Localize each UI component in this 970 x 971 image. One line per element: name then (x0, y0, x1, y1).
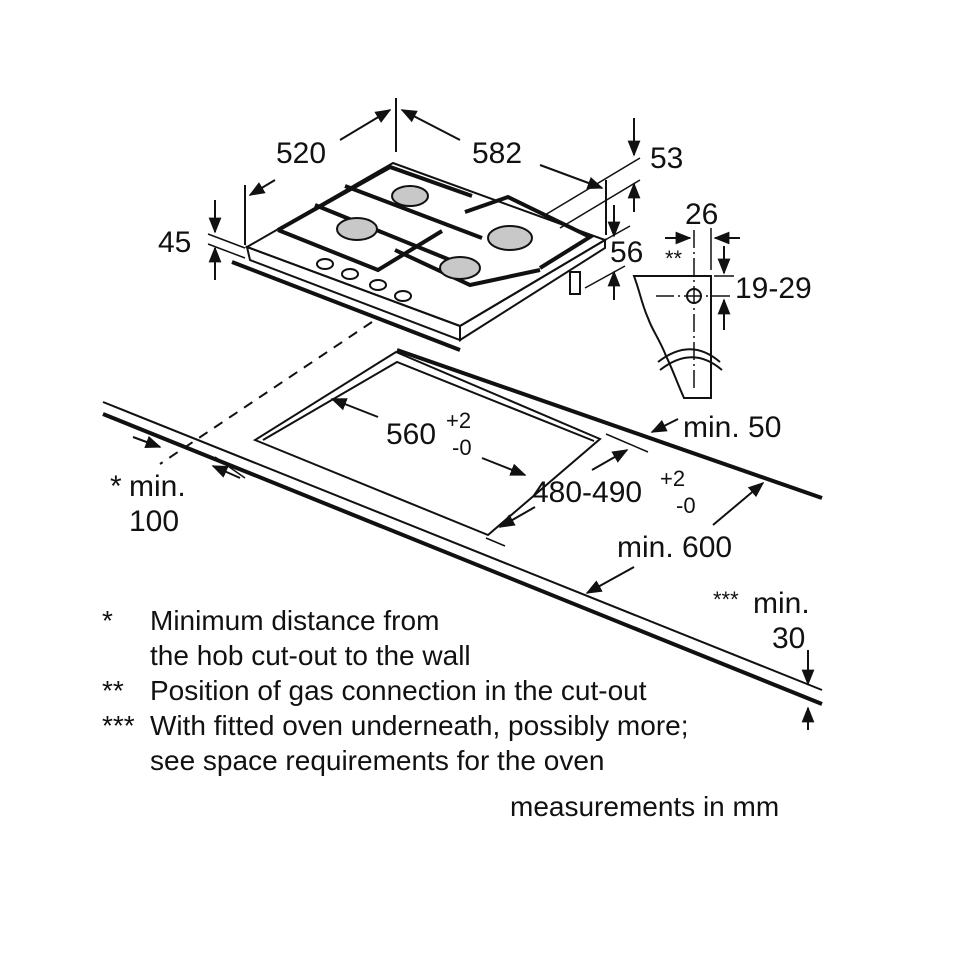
worktop-section (632, 275, 712, 399)
pan-support-left (277, 228, 444, 273)
burner-front-right (439, 256, 481, 280)
cutout-depth-tol-minus: -0 (676, 493, 696, 518)
cutout-outer (252, 350, 602, 537)
note-3-line-2: see space requirements for the oven (150, 745, 604, 776)
break-line-2 (659, 356, 723, 371)
pan-support-bar-1 (314, 203, 456, 264)
cutout-depth-label: 480-490 (532, 476, 642, 509)
cutout-depth-arrow-rear (591, 449, 629, 471)
cutout-width-arrow-right (481, 457, 527, 476)
wall-clearance-tick (214, 456, 246, 479)
wall-marker: * (110, 470, 122, 503)
knob-4 (394, 290, 412, 302)
wall-clearance-value: 100 (129, 505, 179, 538)
rear-clearance-arrow (650, 418, 679, 433)
cutout-depth-ext-front (485, 537, 506, 547)
gas-connection-point (686, 288, 702, 304)
width-arrow-left (400, 109, 461, 141)
cutout-depth-arrow-front (498, 506, 536, 528)
footnotes: * Minimum distance from the hob cut-out … (102, 605, 689, 776)
height-ext-bottom (207, 243, 246, 259)
cutout-width-label: 560 (386, 418, 436, 451)
cutout-width-tol-plus: +2 (446, 408, 471, 433)
hob-depth-label: 520 (276, 137, 326, 170)
knob-3 (369, 279, 387, 291)
break-line-1 (657, 348, 721, 363)
gas-height-range-label: 19-29 (735, 272, 812, 305)
rear-clearance-label: min. 50 (683, 411, 781, 444)
worktop-front-top-edge (102, 401, 823, 691)
note-3-marker: *** (102, 710, 135, 741)
depth-arrow-rear (339, 109, 392, 141)
cutout-depth-tol-plus: +2 (660, 466, 685, 491)
rear-height-ext-bottom (559, 179, 641, 229)
rear-height-label: 53 (650, 142, 683, 175)
wall-clearance-arrow-left (132, 435, 162, 449)
cutout-width-tol-minus: -0 (452, 435, 472, 460)
cutout-inner-edge (262, 360, 595, 442)
note-2-marker: ** (102, 675, 124, 706)
cutout (159, 321, 602, 537)
cutout-depth-ext (605, 433, 649, 453)
depth-arrow-front (248, 179, 276, 196)
pan-support-bar-2 (344, 184, 483, 240)
wall-clearance-arrow-right (211, 465, 241, 479)
burner-rear-right (487, 225, 533, 251)
note-2-line-1: Position of gas connection in the cut-ou… (150, 675, 647, 706)
worktop-depth-arrow-front (585, 566, 635, 594)
oven-clearance-label: min. (753, 587, 810, 620)
pan-support-front (394, 248, 541, 288)
hob-height-label: 45 (158, 226, 191, 259)
gas-connection-detail (632, 228, 740, 399)
wall-clearance-label: min. (129, 470, 186, 503)
hob-top-surface (244, 161, 608, 328)
front-height-label: 56 (610, 236, 643, 269)
hob-right-side (459, 238, 606, 342)
gas-hob (244, 161, 608, 342)
burner-rear-left (391, 185, 429, 207)
control-knobs (316, 258, 412, 302)
width-arrow-right (539, 164, 604, 189)
front-height-ext-bottom (584, 265, 626, 289)
note-1-marker: * (102, 605, 113, 636)
height-ext-top (207, 233, 246, 249)
gas-marker-label: ** (665, 246, 683, 271)
cutout-width-arrow-left (330, 398, 379, 418)
worktop-depth-arrow-rear (712, 481, 765, 526)
worktop-depth-label: min. 600 (617, 531, 732, 564)
note-1-line-1: Minimum distance from (150, 605, 439, 636)
gas-connector (569, 271, 581, 295)
pan-support-rear (277, 164, 473, 232)
burner-front-left (336, 217, 378, 241)
oven-marker: *** (713, 587, 739, 612)
note-1-line-2: the hob cut-out to the wall (150, 640, 471, 671)
knob-2 (341, 268, 359, 280)
units-note: measurements in mm (510, 791, 779, 822)
oven-clearance-value: 30 (772, 622, 805, 655)
worktop-rear-edge (396, 348, 823, 500)
pan-support-right (464, 194, 595, 270)
knob-1 (316, 258, 334, 270)
hob-projection-dashed-line (159, 321, 373, 465)
gas-offset-label: 26 (685, 198, 718, 231)
rear-height-ext-top (544, 157, 641, 216)
hob-width-label: 582 (472, 137, 522, 170)
hob-base-line (231, 260, 461, 352)
note-3-line-1: With fitted oven underneath, possibly mo… (150, 710, 689, 741)
